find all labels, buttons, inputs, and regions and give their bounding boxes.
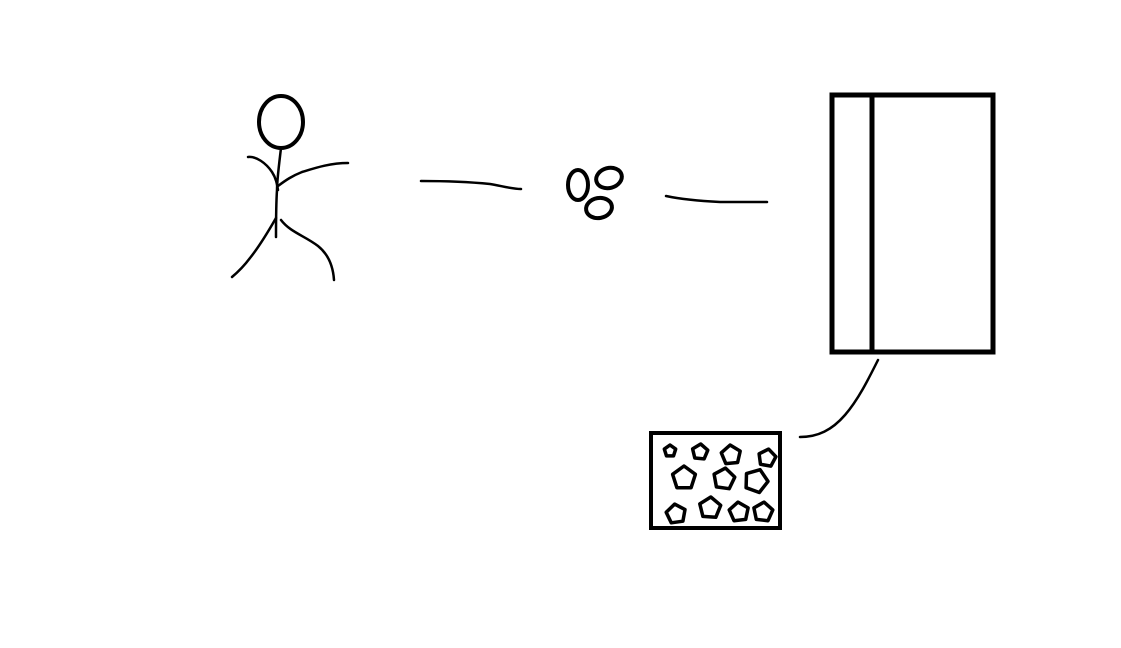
pentagon-6	[712, 466, 737, 491]
pentagon-3	[719, 443, 742, 466]
pentagon-11	[752, 500, 775, 523]
pentagon-5	[670, 464, 698, 490]
pentagon-group	[662, 442, 778, 525]
figure-neck-torso	[274, 146, 283, 239]
pentagons-icon	[649, 431, 782, 530]
figure-right-leg	[279, 218, 336, 282]
connector-line-2	[664, 194, 769, 204]
figure-left-leg	[230, 216, 278, 279]
oval-3	[584, 195, 614, 221]
figure-right-arm	[276, 161, 350, 188]
curved-connector	[798, 358, 880, 439]
pentagons-box	[649, 431, 782, 530]
container-outer	[829, 92, 996, 355]
figure-head	[257, 94, 305, 150]
pentagon-9	[698, 495, 723, 520]
container-icon	[829, 92, 996, 355]
stick-figure-icon	[230, 94, 350, 282]
pentagon-1	[662, 443, 678, 458]
pellets-icon	[566, 165, 624, 221]
pentagon-4	[757, 447, 778, 468]
connector-line-1	[419, 179, 523, 191]
pentagon-10	[727, 500, 750, 523]
oval-1	[566, 168, 590, 202]
figure-left-arm	[246, 155, 280, 192]
oval-2	[594, 165, 624, 191]
pentagon-7	[744, 467, 770, 495]
pentagon-8	[664, 502, 687, 525]
pentagon-2	[690, 442, 710, 461]
